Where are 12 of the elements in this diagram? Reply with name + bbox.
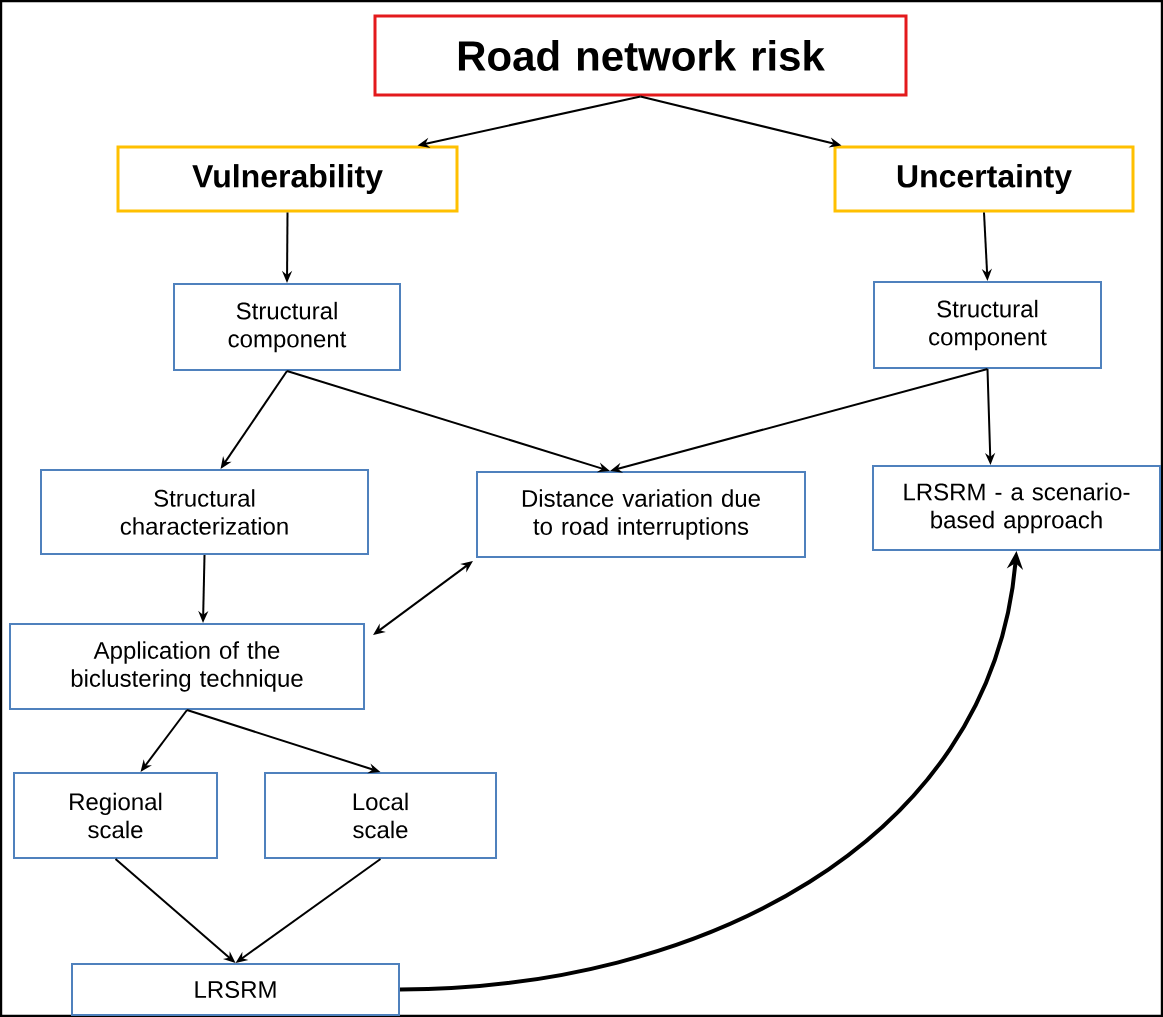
process-box: LRSRM <box>71 963 400 1016</box>
process-box: Structural component <box>873 281 1102 369</box>
process-box: LRSRM - a scenario-based approach <box>872 465 1161 551</box>
title-box: Road network risk <box>373 14 908 97</box>
category-box: Vulnerability <box>116 145 459 213</box>
process-box: Local scale <box>264 772 497 859</box>
process-box: Application of the biclustering technique <box>9 623 365 710</box>
process-box: Structural characterization <box>40 469 369 555</box>
process-box: Regional scale <box>13 772 218 859</box>
process-box: Structural component <box>173 283 401 371</box>
process-box: Distance variation due to road interruptions <box>476 471 806 558</box>
category-box: Uncertainty <box>833 145 1135 213</box>
